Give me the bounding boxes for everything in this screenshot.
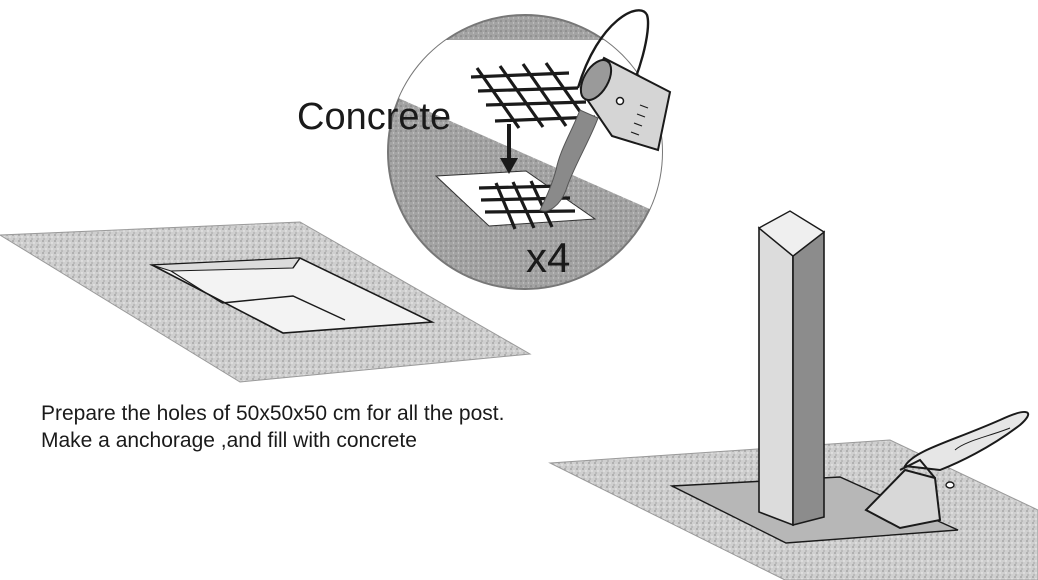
hole-wall-edge: [292, 257, 301, 269]
hole-bottom-edge: [221, 295, 346, 321]
post-face-right: [792, 230, 825, 527]
hole-corner-edge: [170, 270, 223, 304]
mesh-grid-icon: [470, 62, 596, 129]
ground-with-hole: [0, 221, 532, 383]
concrete-detail-circle: [387, 9, 672, 290]
ground-with-post: [548, 210, 1038, 580]
mesh-grid-lower-icon: [478, 180, 576, 230]
instruction-line-1: Prepare the holes of 50x50x50 cm for all…: [41, 402, 505, 425]
trowel-icon: [864, 411, 1030, 530]
instruction-line-2: Make a anchorage ,and fill with concrete: [41, 429, 417, 452]
concrete-label: Concrete: [297, 96, 452, 138]
bucket-icon: [576, 9, 672, 152]
post-top: [757, 210, 826, 257]
arrow-down-icon: [500, 124, 518, 174]
post-face-left: [758, 226, 794, 527]
quantity-label: x4: [526, 234, 571, 281]
concrete-pour: [539, 109, 599, 212]
